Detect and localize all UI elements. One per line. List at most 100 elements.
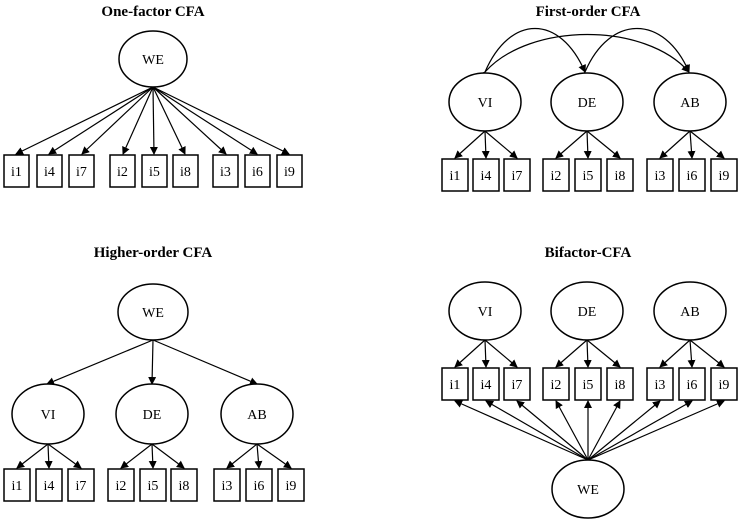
item-node: i9	[710, 367, 738, 401]
item-label: i3	[655, 169, 666, 184]
item-label: i9	[286, 479, 297, 494]
item-node: i5	[139, 468, 167, 502]
item-label: i1	[12, 479, 23, 494]
factor-label-vi: VI	[41, 408, 56, 423]
factor-node: VI	[448, 72, 522, 132]
item-node: i2	[542, 158, 570, 192]
factor-label-ab: AB	[247, 408, 266, 423]
item-node: i7	[68, 154, 95, 188]
item-label: i7	[76, 165, 87, 180]
item-nodes: i1 i4 i7 i2 i5 i8 i3 i6 i9	[441, 367, 738, 401]
item-nodes: i1 i4 i7 i2 i5 i8 i3 i6 i9	[3, 468, 305, 502]
item-label: i6	[252, 165, 263, 180]
item-label: i5	[149, 165, 160, 180]
item-node: i5	[141, 154, 168, 188]
item-node: i6	[678, 158, 706, 192]
general-factor-node: WE	[117, 283, 189, 341]
item-nodes: i1 i4 i7 i2 i5 i8 i3 i6 i9	[3, 154, 303, 188]
panel-higher-order-cfa: Higher-order CFA WE VI DE	[3, 245, 305, 502]
item-node: i9	[276, 154, 303, 188]
factor-node: VI	[11, 383, 85, 445]
item-label: i4	[481, 169, 492, 184]
factor-label-de: DE	[578, 96, 597, 111]
item-label: i1	[450, 378, 461, 393]
factor-label-we: WE	[142, 306, 164, 321]
item-label: i1	[11, 165, 22, 180]
item-label: i6	[254, 479, 265, 494]
item-node: i9	[710, 158, 738, 192]
factor-node: WE	[118, 30, 188, 88]
item-label: i9	[284, 165, 295, 180]
loading-edges	[454, 130, 725, 159]
factor-label-de: DE	[143, 408, 162, 423]
factor-label-ab: AB	[680, 96, 699, 111]
item-label: i7	[76, 479, 87, 494]
panel-title-higher-order: Higher-order CFA	[94, 245, 213, 261]
item-node: i3	[646, 367, 674, 401]
item-node: i7	[67, 468, 95, 502]
item-label: i4	[481, 378, 492, 393]
edges-one-factor	[15, 86, 290, 155]
item-node: i1	[441, 158, 469, 192]
item-node: i5	[574, 158, 602, 192]
item-node: i6	[244, 154, 271, 188]
item-label: i3	[222, 479, 233, 494]
item-label: i6	[687, 378, 698, 393]
loading-edges	[16, 443, 292, 469]
item-label: i3	[220, 165, 231, 180]
item-label: i9	[719, 378, 730, 393]
factor-node: AB	[220, 383, 294, 445]
item-node: i3	[213, 468, 241, 502]
specific-loading-edges	[454, 339, 725, 368]
item-label: i5	[583, 378, 594, 393]
item-nodes: i1 i4 i7 i2 i5 i8 i3 i6 i9	[441, 158, 738, 192]
item-label: i6	[687, 169, 698, 184]
item-node: i2	[542, 367, 570, 401]
item-label: i8	[615, 378, 626, 393]
item-label: i8	[180, 165, 191, 180]
factor-node: VI	[448, 281, 522, 341]
structural-edges	[46, 339, 258, 386]
item-label: i9	[719, 169, 730, 184]
item-node: i8	[606, 367, 634, 401]
item-node: i4	[36, 154, 63, 188]
item-label: i2	[116, 479, 127, 494]
factor-node: DE	[115, 383, 189, 445]
factor-node: DE	[550, 72, 624, 132]
factor-node: DE	[550, 281, 624, 341]
item-node: i6	[245, 468, 273, 502]
item-node: i1	[3, 468, 31, 502]
item-label: i4	[44, 479, 55, 494]
item-label: i2	[117, 165, 128, 180]
factor-label-we: WE	[577, 483, 599, 498]
general-factor-node: WE	[551, 459, 625, 519]
item-label: i8	[615, 169, 626, 184]
item-node: i9	[277, 468, 305, 502]
item-node: i2	[109, 154, 136, 188]
panel-title-bifactor: Bifactor-CFA	[545, 245, 632, 261]
covariance-arcs	[477, 27, 690, 81]
item-node: i6	[678, 367, 706, 401]
item-label: i4	[44, 165, 55, 180]
item-node: i2	[107, 468, 135, 502]
item-node: i5	[574, 367, 602, 401]
item-label: i1	[450, 169, 461, 184]
item-node: i4	[35, 468, 63, 502]
item-label: i5	[583, 169, 594, 184]
panel-bifactor-cfa: Bifactor-CFA VI	[441, 245, 738, 519]
factor-label-vi: VI	[478, 305, 493, 320]
general-loading-edges	[454, 400, 725, 461]
item-label: i2	[551, 378, 562, 393]
item-node: i8	[606, 158, 634, 192]
panel-title-one-factor: One-factor CFA	[101, 4, 204, 20]
panel-first-order-cfa: First-order CFA VI DE AB	[441, 4, 738, 192]
item-node: i4	[472, 367, 500, 401]
item-node: i3	[646, 158, 674, 192]
item-label: i7	[512, 169, 523, 184]
item-label: i7	[512, 378, 523, 393]
panel-title-first-order: First-order CFA	[536, 4, 641, 20]
factor-label-vi: VI	[478, 96, 493, 111]
item-node: i8	[170, 468, 198, 502]
item-label: i8	[179, 479, 190, 494]
